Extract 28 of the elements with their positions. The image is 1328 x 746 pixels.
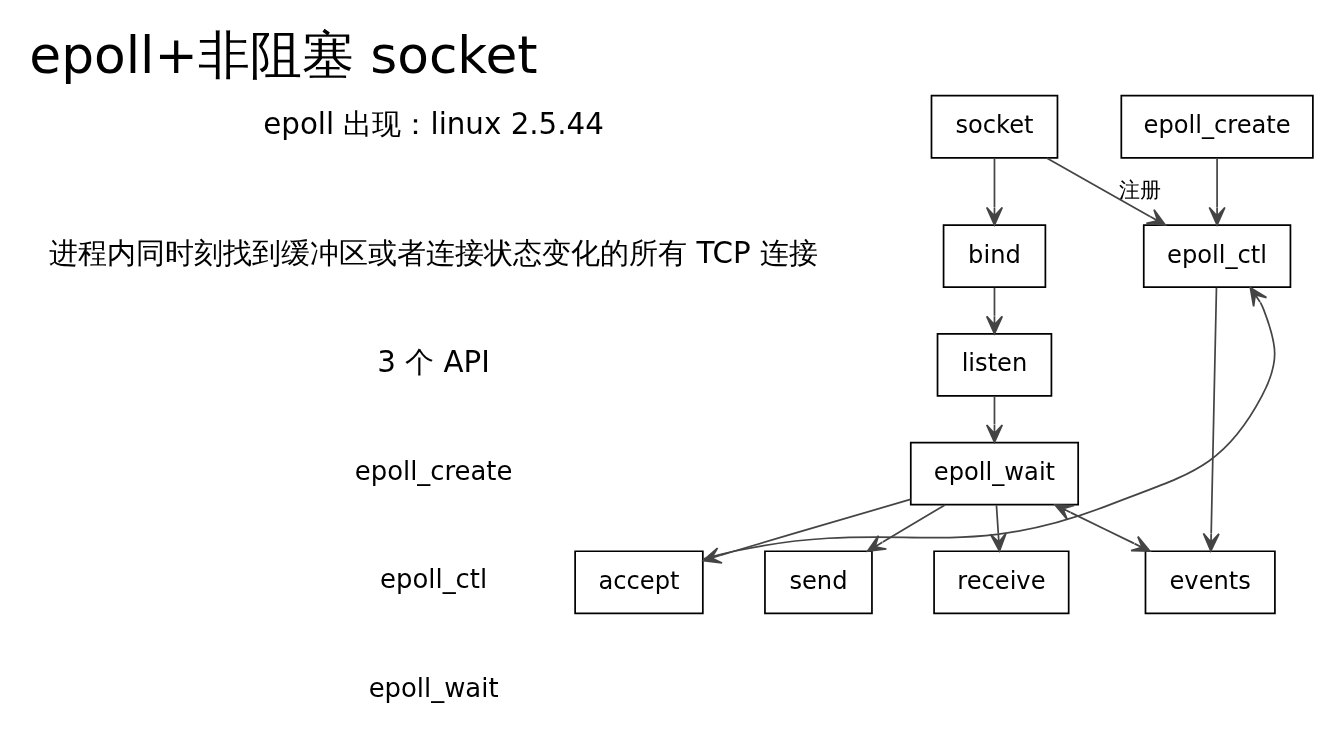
- label: epoll_create: [354, 455, 513, 486]
- arrow: [985, 156, 1004, 226]
- arrow: [866, 503, 946, 552]
- arrow: [985, 395, 1004, 443]
- node-box: epoll_ctl: [1142, 223, 1292, 288]
- node-box: socket: [930, 94, 1059, 159]
- node-box: send: [764, 549, 873, 614]
- label: epoll_wait: [368, 672, 499, 703]
- node-box: listen: [936, 332, 1053, 397]
- label: 3 个 API: [377, 344, 490, 379]
- edge-label: 注册: [1119, 177, 1162, 202]
- node-box: epoll_wait: [909, 441, 1080, 506]
- arrow: [1202, 286, 1220, 552]
- node-box: epoll_create: [1120, 94, 1314, 159]
- node-box: receive: [933, 549, 1070, 614]
- arrow: [989, 503, 1007, 552]
- arrow: [702, 286, 1276, 560]
- label: epoll 出现：linux 2.5.44: [263, 106, 604, 141]
- node-box: events: [1144, 549, 1276, 614]
- diagram-title: epoll+非阻塞 socket: [29, 24, 538, 85]
- label: epoll_ctl: [380, 563, 488, 594]
- arrow: [985, 286, 1004, 334]
- arrow: [1208, 156, 1226, 226]
- node-box: accept: [574, 549, 704, 614]
- arrow: [1045, 156, 1167, 226]
- arrow: [1054, 503, 1151, 552]
- node-box: bind: [942, 223, 1047, 288]
- label: 进程内同时刻找到缓冲区或者连接状态变化的所有 TCP 连接: [49, 235, 819, 270]
